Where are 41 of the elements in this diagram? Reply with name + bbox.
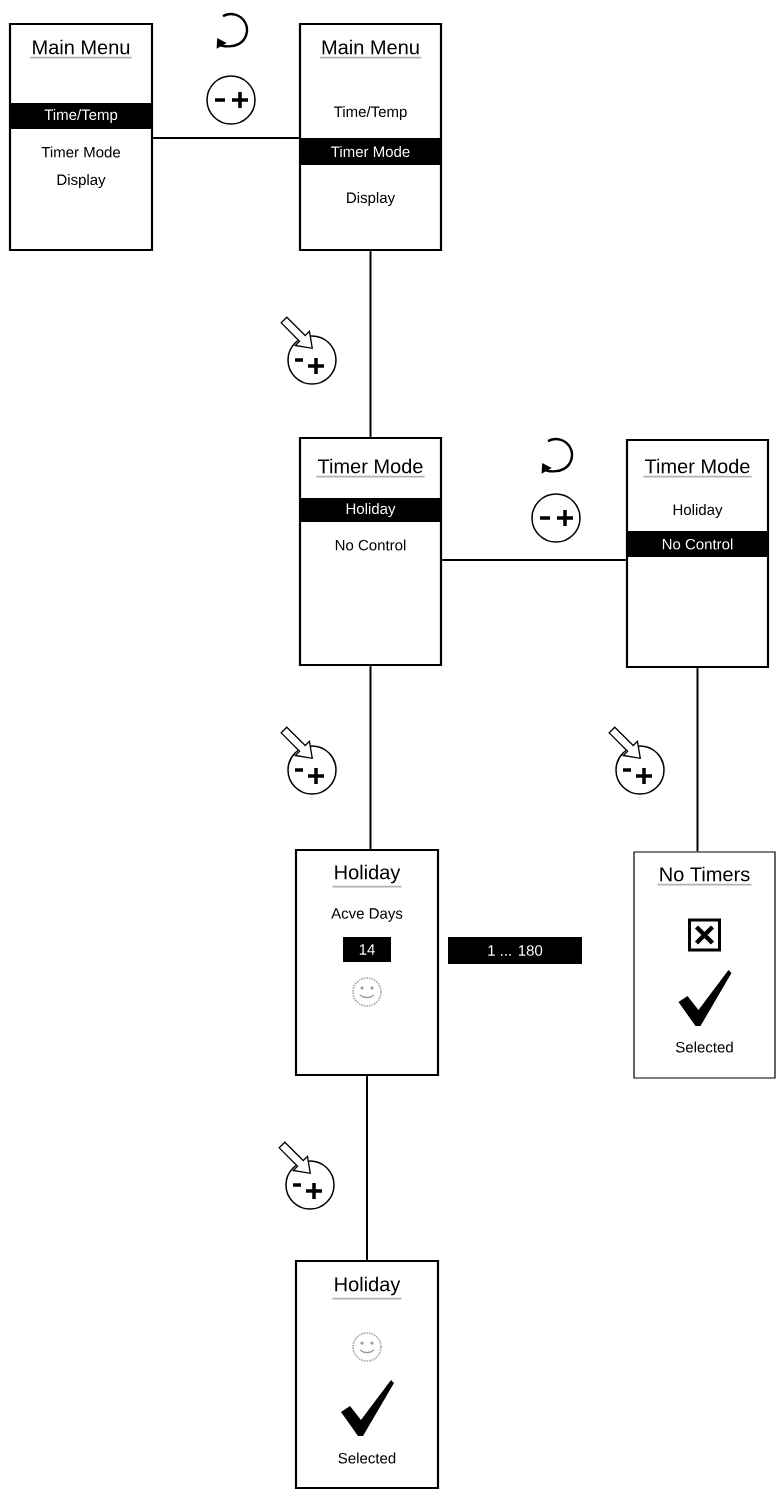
highlight-bar [300, 498, 441, 522]
menu-item: Time/Temp [334, 106, 407, 120]
highlight-bar [448, 937, 582, 964]
connector-line [366, 1075, 368, 1261]
highlight-bar [300, 138, 441, 165]
screen-title: No Timers [656, 866, 753, 886]
screen-box [8, 22, 154, 252]
screen-title: Timer Mode [642, 458, 753, 478]
menu-item: Selected [338, 1452, 396, 1464]
menu-item: Holiday [673, 504, 723, 518]
highlight-bar [10, 103, 152, 129]
screen-box [294, 848, 440, 1077]
connector-line [441, 559, 627, 561]
highlighted-text: No Control [662, 538, 733, 550]
screen-title: Holiday [331, 1276, 403, 1300]
screen-box [633, 851, 776, 1079]
highlighted-text: Timer Mode [331, 146, 410, 157]
menu-item: Selected [676, 1041, 733, 1053]
connector-line [369, 665, 372, 850]
connector-line [369, 250, 372, 438]
connector-line [696, 667, 699, 853]
menu-item: No Control [335, 539, 406, 551]
highlight-bar [627, 531, 768, 557]
screen-title: Timer Mode [315, 458, 426, 478]
highlighted-text: 1 ... 180 [488, 945, 543, 956]
screen-title: Holiday [331, 864, 403, 888]
highlighted-text: Holiday [346, 503, 396, 517]
screen-title: Main Menu [29, 39, 133, 59]
screen-box [298, 436, 443, 667]
screen-box [298, 22, 443, 252]
menu-item: Display [347, 192, 396, 206]
highlighted-text: Time/Temp [44, 109, 118, 123]
menu-item: Display [57, 174, 106, 188]
highlighted-text: 14 [359, 944, 375, 955]
screen-box [294, 1259, 440, 1490]
screen-box [625, 438, 770, 669]
screen-title: Main Menu [318, 39, 423, 59]
menu-item: Timer Mode [41, 146, 121, 158]
connector-line [152, 137, 300, 139]
menu-item: Acve Days [331, 908, 403, 922]
highlight-bar [343, 937, 391, 962]
